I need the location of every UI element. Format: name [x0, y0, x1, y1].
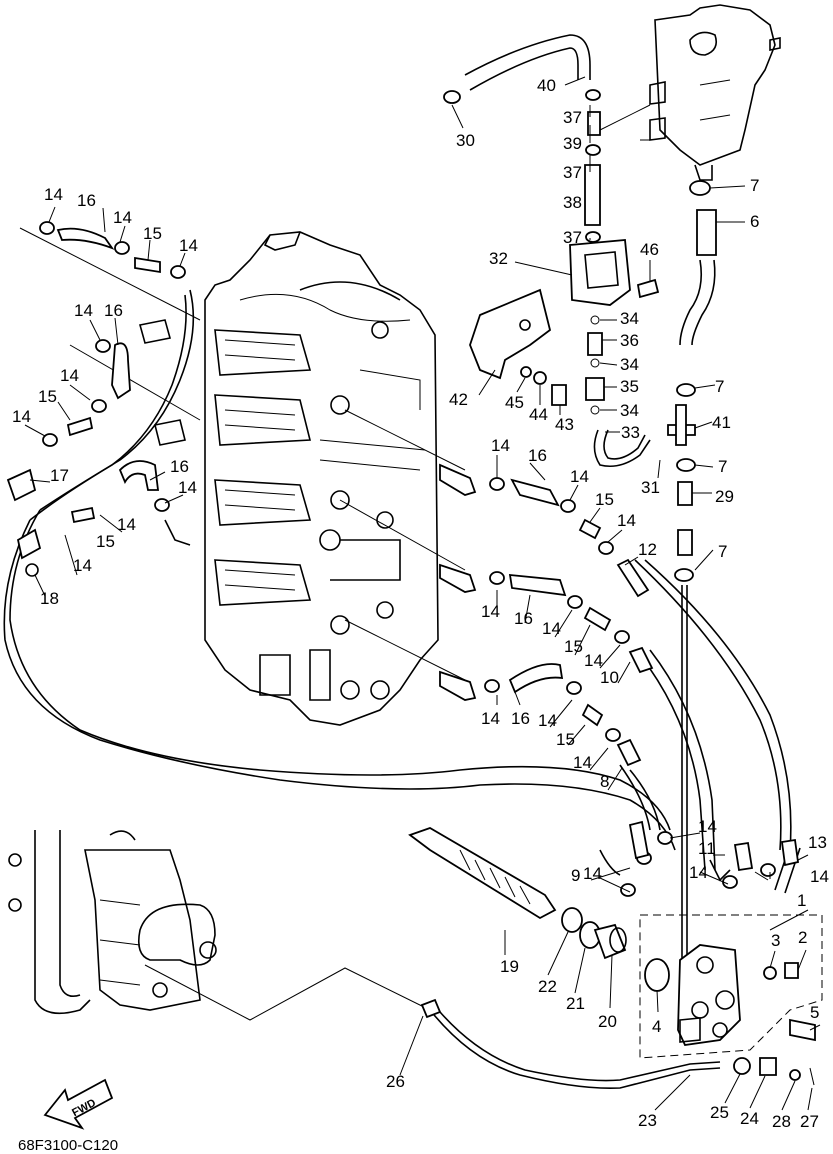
oil-tank — [649, 4, 781, 181]
callout-20: 20 — [598, 1012, 617, 1031]
callout-labels: 1 2 3 4 5 6 7 7 7 7 8 9 10 11 12 13 14 1… — [12, 76, 829, 1131]
callout-40: 40 — [537, 76, 556, 95]
callout-27: 27 — [800, 1112, 819, 1131]
callout-37-b: 37 — [563, 163, 582, 182]
callout-14-n: 14 — [542, 619, 561, 638]
callout-14-l: 14 — [617, 511, 636, 530]
callout-15-f: 15 — [556, 730, 575, 749]
callout-14-a: 14 — [44, 185, 63, 204]
callout-7-b: 7 — [715, 377, 724, 396]
callout-4: 4 — [652, 1017, 661, 1036]
callout-14-o: 14 — [584, 651, 603, 670]
callout-29: 29 — [715, 487, 734, 506]
callout-16-f: 16 — [511, 709, 530, 728]
callout-42: 42 — [449, 390, 468, 409]
hose-routing — [3, 34, 801, 1090]
callout-16-d: 16 — [528, 446, 547, 465]
callout-11: 11 — [698, 839, 716, 858]
callout-32: 32 — [489, 249, 508, 268]
callout-6: 6 — [750, 212, 759, 231]
callout-41: 41 — [712, 413, 731, 432]
callout-14-i: 14 — [73, 556, 92, 575]
callout-14-b: 14 — [113, 208, 132, 227]
callout-46: 46 — [640, 240, 659, 259]
small-parts — [6, 89, 816, 1086]
callout-23: 23 — [638, 1111, 657, 1130]
callout-43: 43 — [555, 415, 574, 434]
callout-13: 13 — [808, 833, 827, 852]
callout-7-a: 7 — [750, 176, 759, 195]
callout-15-a: 15 — [143, 224, 162, 243]
callout-14-v: 14 — [810, 867, 829, 886]
oil-pump-assembly — [639, 914, 823, 1059]
callout-31: 31 — [641, 478, 660, 497]
callout-5: 5 — [810, 1003, 819, 1022]
callout-25: 25 — [710, 1103, 729, 1122]
callout-14-h: 14 — [117, 515, 136, 534]
callout-22: 22 — [538, 977, 557, 996]
diagram-code: 68F3100-C120 — [18, 1137, 118, 1154]
callout-15-e: 15 — [564, 637, 583, 656]
callout-14-r: 14 — [573, 753, 592, 772]
callout-10: 10 — [600, 668, 619, 687]
callout-28: 28 — [772, 1112, 791, 1131]
callout-35: 35 — [620, 377, 639, 396]
callout-14-m: 14 — [481, 602, 500, 621]
forward-direction-arrow: FWD — [43, 1078, 114, 1130]
callout-7-d: 7 — [718, 542, 727, 561]
callout-36: 36 — [620, 331, 639, 350]
callout-leaders — [24, 76, 821, 1111]
callout-17: 17 — [50, 466, 69, 485]
callout-15-d: 15 — [595, 490, 614, 509]
callout-39: 39 — [563, 134, 582, 153]
callout-37-c: 37 — [563, 228, 582, 247]
callout-30: 30 — [456, 131, 475, 150]
callout-26: 26 — [386, 1072, 405, 1091]
lower-block-fragment — [8, 830, 217, 1015]
callout-34-c: 34 — [620, 401, 639, 420]
callout-19: 19 — [500, 957, 519, 976]
callout-37-a: 37 — [563, 108, 582, 127]
callout-14-s: 14 — [698, 817, 717, 836]
callout-2: 2 — [798, 928, 807, 947]
callout-45: 45 — [505, 393, 524, 412]
callout-18: 18 — [40, 589, 59, 608]
callout-14-g: 14 — [178, 478, 197, 497]
callout-24: 24 — [740, 1109, 759, 1128]
callout-14-t: 14 — [583, 864, 602, 883]
callout-34-a: 34 — [620, 309, 639, 328]
callout-16-a: 16 — [77, 191, 96, 210]
callout-15-b: 15 — [38, 387, 57, 406]
callout-34-b: 34 — [620, 355, 639, 374]
callout-14-c: 14 — [179, 236, 198, 255]
callout-14-k: 14 — [570, 467, 589, 486]
cylinder-block — [138, 231, 439, 726]
callout-38: 38 — [563, 193, 582, 212]
callout-15-c: 15 — [96, 532, 115, 551]
callout-14-d: 14 — [74, 301, 93, 320]
callout-14-f: 14 — [12, 407, 31, 426]
callout-3: 3 — [771, 931, 780, 950]
callout-14-j: 14 — [491, 436, 510, 455]
callout-8: 8 — [600, 772, 609, 791]
callout-7-c: 7 — [718, 457, 727, 476]
callout-14-e: 14 — [60, 366, 79, 385]
callout-14-q: 14 — [538, 711, 557, 730]
callout-9: 9 — [571, 866, 580, 885]
callout-12: 12 — [638, 540, 657, 559]
callout-16-c: 16 — [170, 457, 189, 476]
callout-21: 21 — [566, 994, 585, 1013]
callout-16-e: 16 — [514, 609, 533, 628]
callout-33: 33 — [621, 423, 640, 442]
callout-14-u: 14 — [689, 863, 708, 882]
callout-1: 1 — [797, 891, 806, 910]
callout-14-p: 14 — [481, 709, 500, 728]
callout-16-b: 16 — [104, 301, 123, 320]
callout-44: 44 — [529, 405, 548, 424]
